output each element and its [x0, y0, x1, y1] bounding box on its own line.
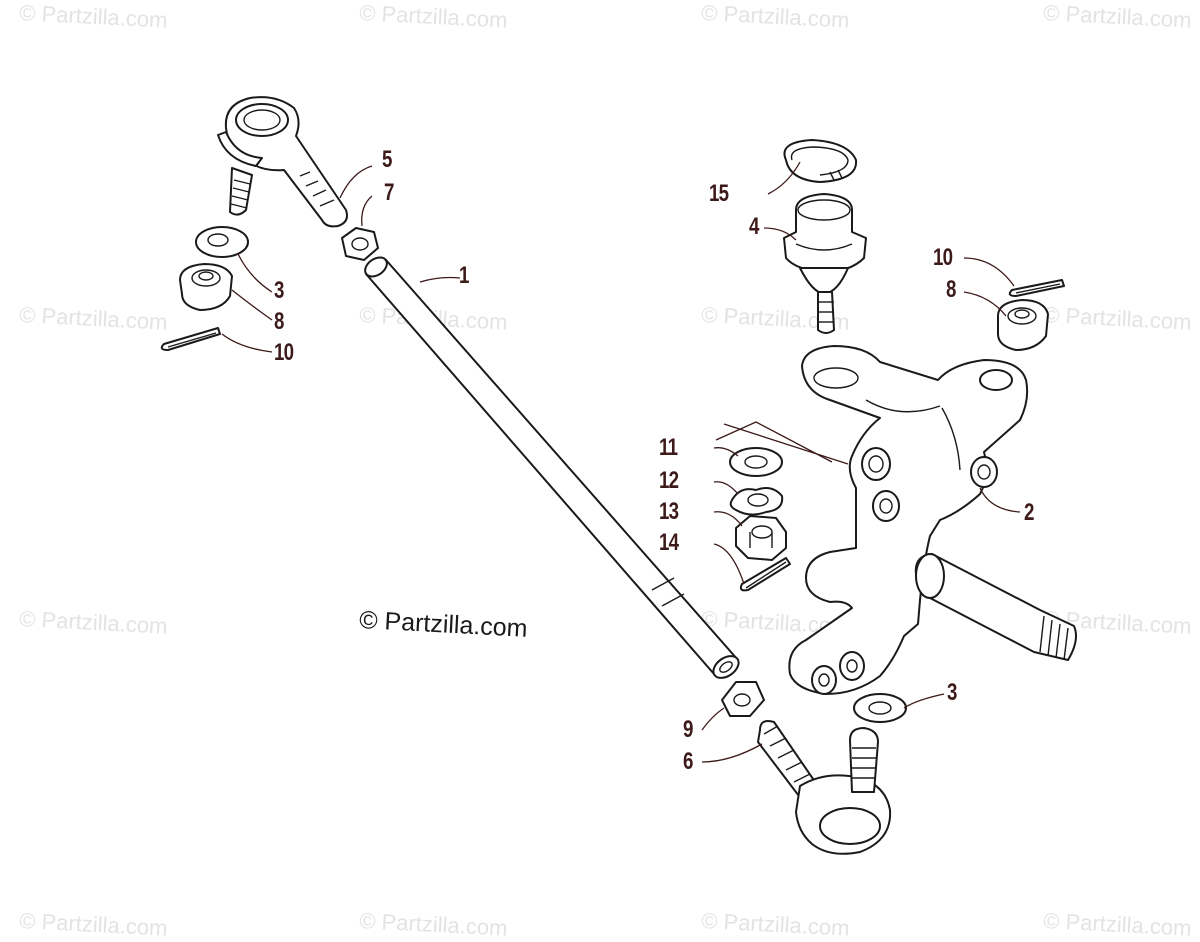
- callout-8: 8: [946, 276, 956, 303]
- callout-13: 13: [659, 498, 679, 525]
- leader-lines: [221, 161, 1021, 763]
- wave-washer: [729, 487, 784, 516]
- callout-2: 2: [1024, 499, 1034, 526]
- tie-rod-tube: [364, 256, 740, 679]
- callout-12: 12: [659, 467, 679, 494]
- washer-upper: [195, 226, 249, 258]
- washer-11: [729, 447, 783, 477]
- callout-9: 9: [683, 716, 693, 743]
- flange-nut-right: [997, 299, 1049, 351]
- callout-7: 7: [384, 179, 394, 206]
- tie-rod-end-lower: [757, 720, 892, 855]
- callout-6: 6: [683, 748, 693, 775]
- callout-3: 3: [274, 277, 284, 304]
- callout-4: 4: [749, 213, 759, 240]
- callout-3: 3: [947, 679, 957, 706]
- cotter-pin-right: [1008, 279, 1065, 297]
- callout-14: 14: [659, 529, 679, 556]
- callout-10: 10: [274, 339, 294, 366]
- callout-8: 8: [274, 308, 284, 335]
- hex-nut-upper: [341, 227, 379, 261]
- ball-joint: [783, 193, 867, 334]
- cotter-pin-14: [739, 557, 791, 592]
- callout-15: 15: [709, 180, 729, 207]
- castle-nut: [735, 515, 787, 561]
- callout-1: 1: [459, 262, 469, 289]
- hex-nut-lower: [721, 681, 765, 717]
- callout-10: 10: [933, 244, 953, 271]
- washer-lower: [853, 693, 907, 723]
- steering-knuckle: [788, 345, 1077, 695]
- tie-rod-end-upper: [217, 96, 348, 228]
- flange-nut-upper: [179, 263, 233, 311]
- snap-ring: [783, 139, 858, 183]
- cotter-pin-left: [160, 327, 221, 351]
- callout-5: 5: [382, 146, 392, 173]
- callout-11: 11: [659, 434, 678, 461]
